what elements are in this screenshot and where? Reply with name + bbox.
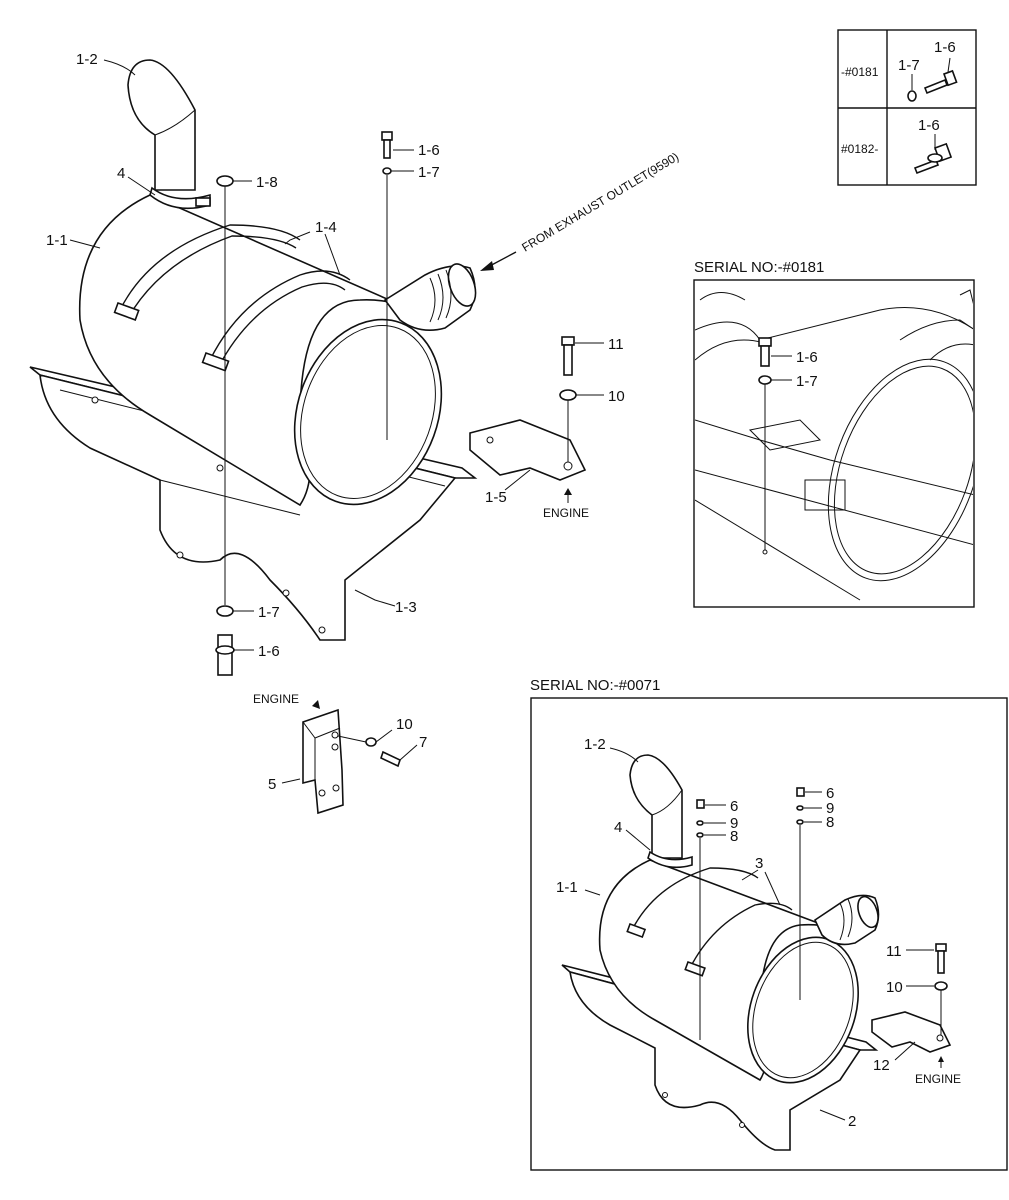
bracket-5 bbox=[302, 708, 344, 815]
serial-table: -#0181 #0182- 1-6 1-7 1-6 bbox=[837, 29, 977, 186]
label-engine: ENGINE bbox=[543, 506, 589, 520]
label-1-7-bottom: 1-7 bbox=[258, 604, 280, 621]
label-1-1: 1-1 bbox=[46, 232, 68, 249]
label-1-3: 1-3 bbox=[395, 599, 417, 616]
label-5: 5 bbox=[268, 776, 276, 793]
label-1-4: 1-4 bbox=[315, 219, 337, 236]
inset-0071-label-6b: 6 bbox=[826, 785, 834, 802]
bracket-1-5 bbox=[469, 419, 587, 481]
label-1-7-top: 1-7 bbox=[418, 164, 440, 181]
tail-pipe bbox=[127, 59, 196, 191]
inset-0071-label-6a: 6 bbox=[730, 798, 738, 815]
label-10-bracket: 10 bbox=[396, 716, 413, 733]
inset-0071-label-1-1: 1-1 bbox=[556, 879, 578, 896]
inset-0071-label-8a: 8 bbox=[730, 828, 738, 845]
exhaust-outlet-note: FROM EXHAUST OUTLET(9590) bbox=[519, 150, 681, 255]
serial-row-2: #0182- bbox=[841, 142, 878, 156]
label-11: 11 bbox=[608, 336, 624, 353]
inset-0071-label-9b: 9 bbox=[826, 800, 834, 817]
inset-0181-label-1-6: 1-6 bbox=[796, 349, 818, 366]
inset-0071-title: SERIAL NO:-#0071 bbox=[530, 677, 660, 694]
inset-0181: SERIAL NO:-#0181 1-6 1-7 bbox=[693, 259, 975, 608]
label-1-5: 1-5 bbox=[485, 489, 507, 506]
inset-0071-label-engine: ENGINE bbox=[915, 1072, 961, 1086]
label-4: 4 bbox=[117, 165, 125, 182]
cradle-body bbox=[39, 373, 457, 641]
label-1-6-top: 1-6 bbox=[418, 142, 440, 159]
inset-0181-title: SERIAL NO:-#0181 bbox=[694, 259, 824, 276]
label-10: 10 bbox=[608, 388, 625, 405]
inset-0071-label-12: 12 bbox=[873, 1057, 890, 1074]
inset-0071: SERIAL NO:-#0071 bbox=[530, 677, 1008, 1171]
inset-0071-label-11: 11 bbox=[886, 943, 902, 960]
serial-row-1: -#0181 bbox=[841, 65, 879, 79]
label-1-6-bottom: 1-6 bbox=[258, 643, 280, 660]
inset-0071-label-8b: 8 bbox=[826, 814, 834, 831]
label-7: 7 bbox=[419, 734, 427, 751]
main-assembly: 1-2 4 1-1 1-4 1-8 1-6 1-7 11 10 1-5 ENGI… bbox=[29, 51, 681, 676]
inset-0071-label-1-2: 1-2 bbox=[584, 736, 606, 753]
inset-0071-label-9a: 9 bbox=[730, 815, 738, 832]
inset-0071-label-4: 4 bbox=[614, 819, 622, 836]
label-engine-bracket: ENGINE bbox=[253, 692, 299, 706]
serial-row-2-part-1: 1-6 bbox=[918, 117, 940, 134]
serial-row-1-part-1: 1-6 bbox=[934, 39, 956, 56]
inset-0071-label-10: 10 bbox=[886, 979, 903, 996]
bracket-detail: ENGINE 5 10 7 bbox=[253, 692, 427, 815]
label-1-2: 1-2 bbox=[76, 51, 98, 68]
top-fasteners bbox=[215, 131, 393, 676]
serial-row-1-part-2: 1-7 bbox=[898, 57, 920, 74]
muffler-end-cap bbox=[293, 318, 443, 506]
inset-0071-label-2: 2 bbox=[848, 1113, 856, 1130]
label-1-8: 1-8 bbox=[256, 174, 278, 191]
inset-0071-label-3: 3 bbox=[755, 855, 763, 872]
inset-0181-label-1-7: 1-7 bbox=[796, 373, 818, 390]
